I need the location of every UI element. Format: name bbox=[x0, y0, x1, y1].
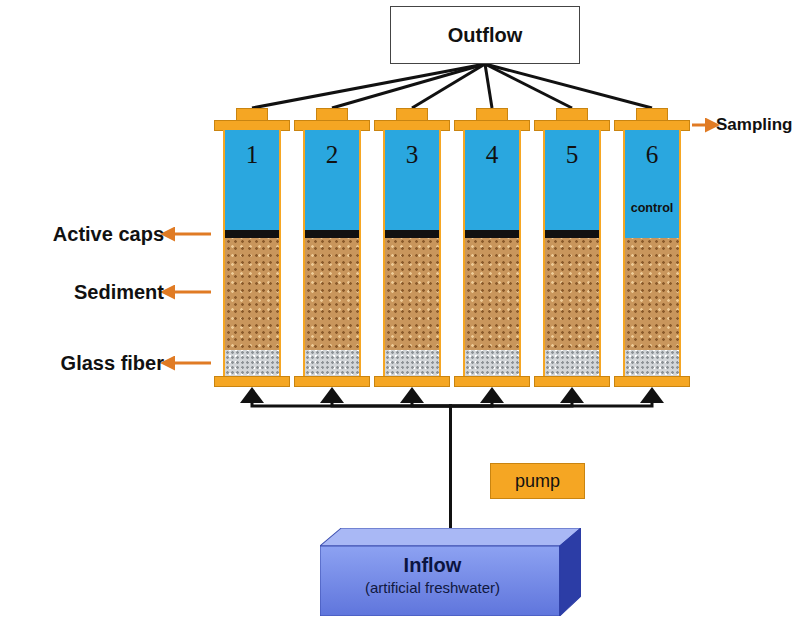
reservoir-side bbox=[560, 528, 581, 616]
reservoir-title: Inflow bbox=[320, 552, 545, 578]
active-cap-layer bbox=[225, 230, 279, 238]
outflow-line bbox=[332, 401, 451, 528]
arrow-head bbox=[560, 387, 584, 403]
sediment-layer bbox=[225, 238, 279, 350]
column-flange bbox=[534, 376, 610, 387]
column-note: control bbox=[614, 200, 690, 217]
flow-connector bbox=[485, 64, 492, 108]
leader-arrow bbox=[692, 124, 708, 127]
column-number: 1 bbox=[214, 140, 290, 170]
reservoir-box: Inflow(artificial freshwater) bbox=[320, 528, 581, 616]
box-label: pump bbox=[515, 471, 560, 492]
column-flange bbox=[614, 376, 690, 387]
flow-connector bbox=[485, 64, 652, 108]
reservoir-front bbox=[320, 546, 560, 616]
sediment-column: 5 bbox=[534, 108, 610, 387]
sediment-column: 6 control bbox=[614, 108, 690, 387]
flow-line bbox=[485, 64, 572, 108]
column-number: 2 bbox=[294, 140, 370, 170]
flow-line bbox=[252, 64, 485, 108]
outflow-line bbox=[252, 401, 451, 528]
part-label: Active caps bbox=[53, 222, 164, 246]
sediment-column: 1 bbox=[214, 108, 290, 387]
flow-line bbox=[412, 64, 485, 108]
column-number: 3 bbox=[374, 140, 450, 170]
flow-line bbox=[485, 64, 652, 108]
column-flange bbox=[294, 376, 370, 387]
flow-connector bbox=[332, 64, 485, 108]
arrow-head bbox=[320, 387, 344, 403]
active-cap-layer bbox=[305, 230, 359, 238]
reservoir-subtitle: (artificial freshwater) bbox=[320, 578, 545, 598]
column-flange bbox=[454, 376, 530, 387]
flow-connector bbox=[320, 387, 451, 528]
glass-fiber-layer bbox=[305, 350, 359, 377]
column-flange bbox=[374, 376, 450, 387]
arrow-head bbox=[240, 387, 264, 403]
sampling-label: Sampling bbox=[716, 113, 793, 137]
box-label: Outflow bbox=[448, 24, 522, 47]
outflow-box: Outflow bbox=[390, 6, 580, 64]
glass-fiber-layer bbox=[545, 350, 599, 377]
active-cap-layer bbox=[465, 230, 519, 238]
outflow-line bbox=[412, 401, 451, 528]
sediment-layer bbox=[625, 238, 679, 350]
flow-connector bbox=[400, 387, 451, 528]
sediment-column: 4 bbox=[454, 108, 530, 387]
part-label: Sediment bbox=[74, 280, 164, 304]
column-number: 4 bbox=[454, 140, 530, 170]
flow-connector bbox=[485, 64, 572, 108]
flow-connector bbox=[451, 387, 665, 528]
leader-arrow bbox=[172, 233, 211, 236]
outflow-line bbox=[451, 401, 653, 528]
flow-line bbox=[485, 64, 492, 108]
leader-arrow bbox=[172, 291, 211, 294]
glass-fiber-layer bbox=[465, 350, 519, 377]
flow-connector bbox=[240, 387, 451, 528]
flow-connector bbox=[451, 387, 585, 528]
glass-fiber-layer bbox=[385, 350, 439, 377]
sediment-layer bbox=[545, 238, 599, 350]
sediment-column: 2 bbox=[294, 108, 370, 387]
reservoir-top bbox=[320, 528, 581, 546]
sediment-layer bbox=[305, 238, 359, 350]
flow-connector bbox=[451, 387, 505, 528]
glass-fiber-layer bbox=[625, 350, 679, 377]
active-cap-layer bbox=[385, 230, 439, 238]
sediment-layer bbox=[465, 238, 519, 350]
leader-arrow bbox=[172, 362, 211, 365]
reservoir-text: Inflow(artificial freshwater) bbox=[320, 552, 545, 598]
column-flange bbox=[214, 376, 290, 387]
flow-connector bbox=[412, 64, 485, 108]
flow-line bbox=[332, 64, 485, 108]
outflow-line bbox=[451, 401, 493, 528]
sediment-layer bbox=[385, 238, 439, 350]
active-cap-layer bbox=[545, 230, 599, 238]
glass-fiber-layer bbox=[225, 350, 279, 377]
column-number: 6 bbox=[614, 140, 690, 170]
pump-box: pump bbox=[490, 463, 585, 499]
flow-connector bbox=[252, 64, 485, 108]
sediment-column: 3 bbox=[374, 108, 450, 387]
arrow-head bbox=[640, 387, 664, 403]
arrow-head bbox=[480, 387, 504, 403]
column-number: 5 bbox=[534, 140, 610, 170]
arrow-head bbox=[400, 387, 424, 403]
part-label: Glass fiber bbox=[61, 351, 164, 375]
